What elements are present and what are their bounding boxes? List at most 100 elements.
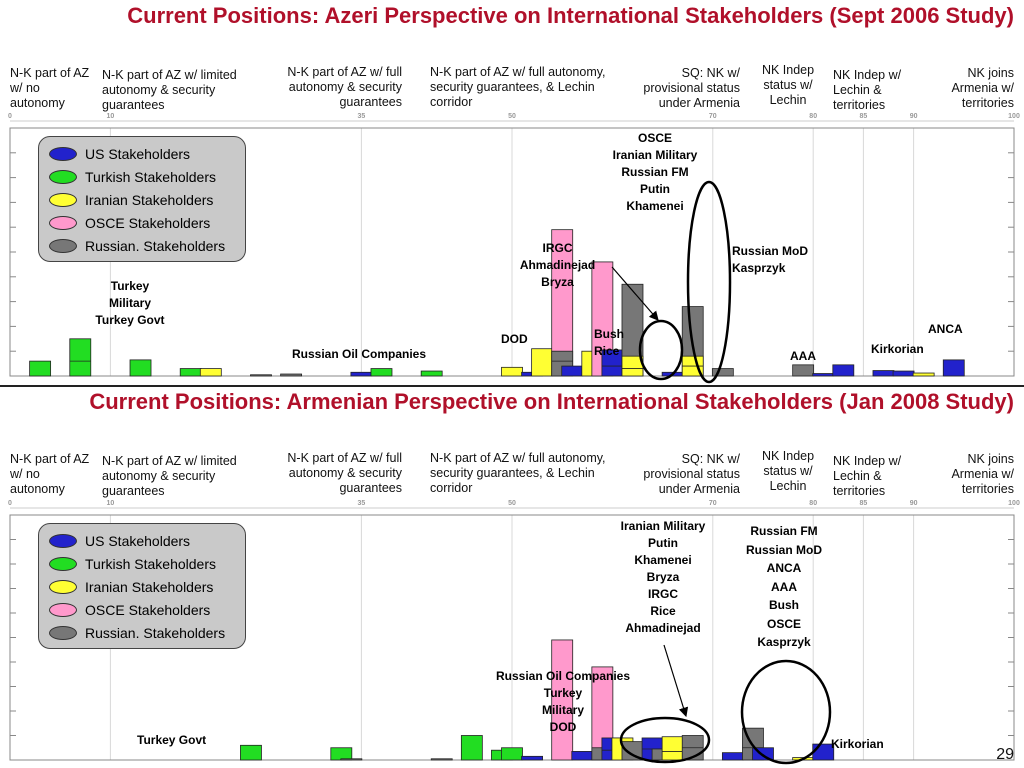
x-tick-label: 35 — [358, 113, 366, 120]
bar — [571, 751, 594, 761]
legend-item-osce: OSCE Stakeholders — [49, 211, 235, 234]
legend-item-us: US Stakeholders — [49, 142, 235, 165]
x-tick-label: 70 — [709, 113, 717, 120]
legend-item-turkish: Turkish Stakeholders — [49, 552, 235, 575]
bar — [280, 373, 303, 377]
annotation-label: Kirkorian — [831, 737, 884, 751]
annotation-group: Russian FM Russian MoD ANCA AAA Bush OSC… — [745, 524, 822, 649]
legend-swatch — [49, 215, 77, 230]
x-tick-label: 70 — [709, 500, 717, 507]
bar — [430, 758, 453, 761]
bar — [711, 368, 734, 377]
bar — [420, 370, 443, 377]
bar — [832, 364, 855, 377]
header-status-quo: SQ: NK w/ provisional status under Armen… — [643, 452, 740, 496]
x-tick-label: 10 — [107, 500, 115, 507]
bar — [199, 368, 222, 377]
annotation-group: Russian Oil Companies Turkey Military DO… — [495, 669, 631, 734]
legend-swatch — [49, 579, 77, 594]
legend-swatch — [49, 602, 77, 617]
annotation-group: Turkey Military Turkey Govt — [95, 279, 165, 327]
highlight-ellipse — [740, 659, 832, 765]
annotation-arrow — [663, 644, 689, 718]
bar — [240, 744, 262, 761]
header-lechin-corridor: N-K part of AZ w/ full autonomy, securit… — [430, 65, 606, 109]
x-tick-label: 100 — [1008, 500, 1020, 507]
bar — [501, 366, 523, 377]
annotation-label: Turkey Govt — [137, 733, 207, 747]
annotation-group: IRGC Ahmadinejad Bryza — [519, 241, 596, 289]
legend-swatch — [49, 556, 77, 571]
legend: US Stakeholders Turkish Stakeholders Ira… — [38, 136, 246, 262]
x-tick-label: 0 — [8, 113, 12, 120]
bar — [521, 755, 543, 761]
bar — [942, 359, 965, 377]
legend-item-russian: Russian. Stakeholders — [49, 621, 235, 644]
header-full-autonomy: N-K part of AZ w/ full autonomy & securi… — [287, 65, 402, 109]
x-tick-label: 100 — [1008, 113, 1020, 120]
x-tick-label: 0 — [8, 500, 12, 507]
bar — [340, 758, 363, 761]
annotation-group: OSCE Iranian Military Russian FM Putin K… — [612, 131, 698, 213]
x-tick-label: 85 — [860, 500, 868, 507]
bar — [792, 364, 815, 377]
bar — [721, 752, 744, 761]
header-indep-territories: NK Indep w/ Lechin & territories — [833, 68, 902, 112]
bar — [69, 338, 92, 377]
bar — [501, 747, 523, 761]
header-status-quo: SQ: NK w/ provisional status under Armen… — [643, 66, 740, 110]
x-tick-label: 90 — [910, 113, 918, 120]
x-tick-label: 80 — [809, 113, 817, 120]
header-indep-lechin: NK Indep status w/ Lechin — [761, 63, 815, 107]
header-indep-territories: NK Indep w/ Lechin & territories — [833, 454, 902, 498]
bar — [460, 735, 483, 761]
bar — [129, 359, 152, 377]
header-joins-armenia: NK joins Armenia w/ territories — [951, 452, 1014, 496]
annotation-label: Russian Oil Companies — [292, 347, 427, 361]
legend-swatch — [49, 625, 77, 640]
legend-item-russian: Russian. Stakeholders — [49, 234, 235, 257]
legend: US Stakeholders Turkish Stakeholders Ira… — [38, 523, 246, 649]
legend-swatch — [49, 238, 77, 253]
annotation-label: AAA — [790, 349, 816, 363]
x-tick-label: 10 — [107, 113, 115, 120]
bar — [330, 747, 353, 761]
chart-title: Current Positions: Armenian Perspective … — [89, 389, 1014, 414]
header-limited-autonomy: N-K part of AZ w/ limited autonomy & sec… — [102, 68, 237, 112]
legend-item-iranian: Iranian Stakeholders — [49, 188, 235, 211]
bar — [250, 374, 272, 377]
bar — [661, 736, 684, 761]
highlight-ellipse — [638, 319, 684, 381]
header-limited-autonomy: N-K part of AZ w/ limited autonomy & sec… — [102, 454, 237, 498]
x-tick-label: 85 — [860, 113, 868, 120]
legend-swatch — [49, 192, 77, 207]
legend-item-osce: OSCE Stakeholders — [49, 598, 235, 621]
legend-swatch — [49, 533, 77, 548]
highlight-ellipse — [619, 716, 711, 764]
header-full-autonomy: N-K part of AZ w/ full autonomy & securi… — [287, 451, 402, 495]
x-tick-label: 35 — [358, 500, 366, 507]
bar — [29, 360, 52, 377]
header-no-autonomy: N-K part of AZ w/ no autonomy — [10, 452, 90, 496]
x-tick-label: 90 — [910, 500, 918, 507]
bar — [370, 368, 393, 377]
legend-swatch — [49, 169, 77, 184]
highlight-ellipse — [686, 180, 732, 384]
annotation-label: DOD — [501, 332, 528, 346]
chart-title: Current Positions: Azeri Perspective on … — [127, 3, 1014, 28]
annotation-group: Russian MoD Kasprzyk — [732, 244, 809, 275]
x-tick-label: 80 — [809, 500, 817, 507]
legend-item-us: US Stakeholders — [49, 529, 235, 552]
legend-item-iranian: Iranian Stakeholders — [49, 575, 235, 598]
x-tick-label: 50 — [508, 113, 516, 120]
x-tick-label: 50 — [508, 500, 516, 507]
header-indep-lechin: NK Indep status w/ Lechin — [761, 449, 815, 493]
annotation-label: Kirkorian — [871, 342, 924, 356]
page-number: 29 — [996, 746, 1014, 763]
annotation-arrow — [611, 266, 659, 321]
header-joins-armenia: NK joins Armenia w/ territories — [951, 66, 1014, 110]
legend-swatch — [49, 146, 77, 161]
legend-item-turkish: Turkish Stakeholders — [49, 165, 235, 188]
